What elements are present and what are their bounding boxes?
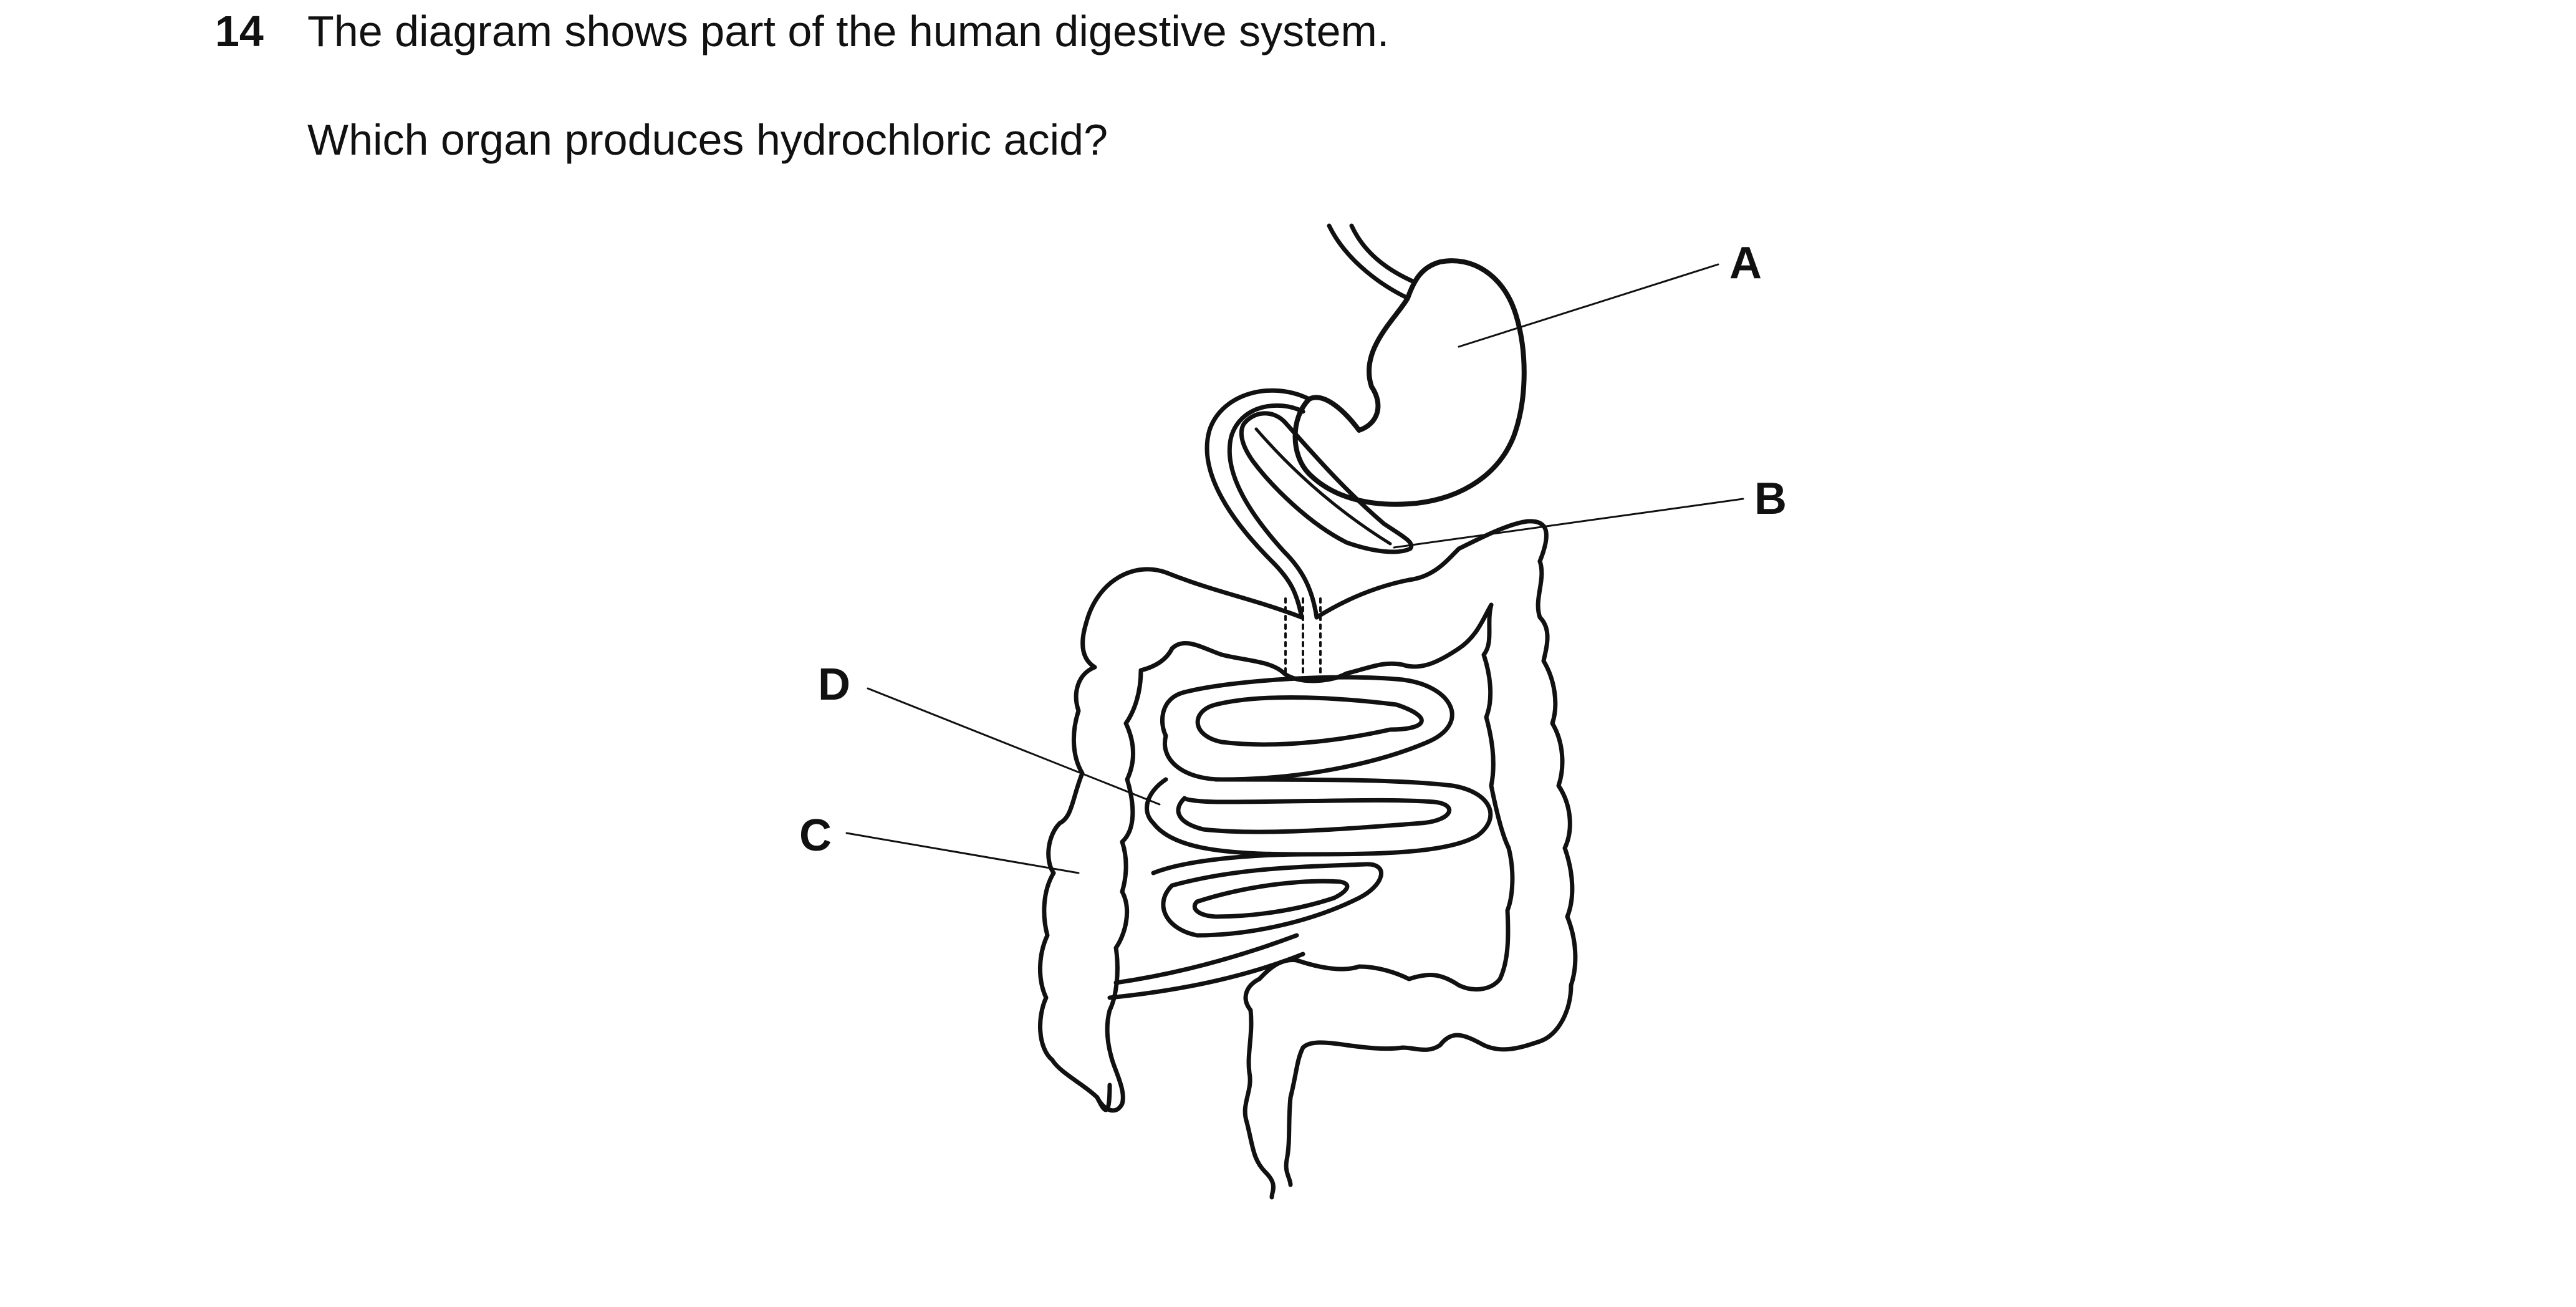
stomach [1292,258,1527,507]
question-text: The diagram shows part of the human dige… [307,7,1390,55]
duodenum [1204,388,1319,620]
label-a: A [1729,238,1762,288]
small-intestine [1107,675,1493,1000]
label-d: D [818,660,850,710]
pancreas [1239,411,1414,554]
label-b: B [1754,474,1787,524]
dotted-section [1284,597,1322,675]
label-line-b [1393,498,1744,549]
question-prompt: Which organ produces hydrochloric acid? [307,115,1108,164]
question-number: 14 [215,7,264,55]
appendix [1095,1058,1125,1113]
label-c: C [799,811,832,861]
label-line-d [867,687,1161,806]
oesophagus [1327,223,1416,301]
label-line-a [1458,263,1719,348]
label-lines [845,263,1744,874]
large-intestine [1037,519,1578,1200]
pancreas-inner [1254,427,1392,546]
label-line-c [845,832,1080,874]
